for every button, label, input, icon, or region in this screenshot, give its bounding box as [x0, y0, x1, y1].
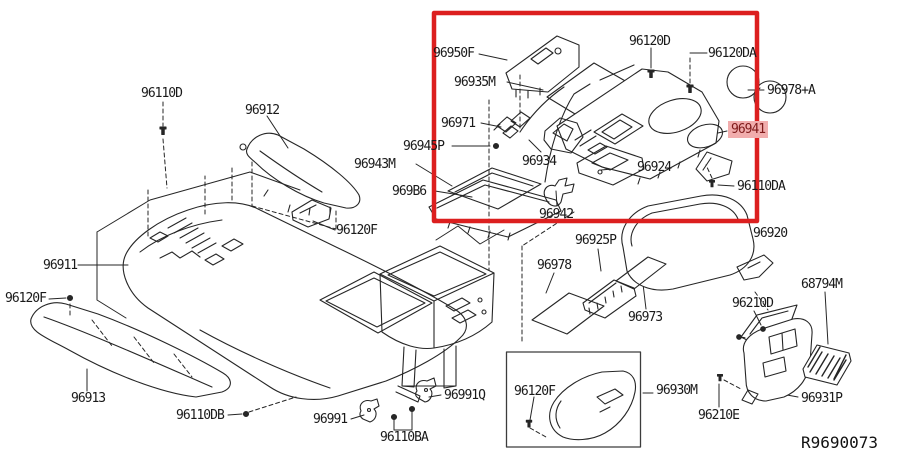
part-label-96110da[interactable]: 96110DA	[737, 179, 786, 194]
part-label-96925p[interactable]: 96925P	[575, 233, 617, 248]
highlight-region-box	[431, 10, 760, 224]
part-label-96924[interactable]: 96924	[637, 160, 672, 175]
part-label-96945p[interactable]: 96945P	[403, 139, 445, 154]
part-label-96991q[interactable]: 96991Q	[444, 388, 486, 403]
part-label-96920[interactable]: 96920	[753, 226, 788, 241]
part-label-96911[interactable]: 96911	[43, 258, 78, 273]
part-label-96913[interactable]: 96913	[71, 391, 106, 406]
part-label-96930m[interactable]: 96930M	[656, 383, 698, 398]
part-label-68794m[interactable]: 68794M	[801, 277, 843, 292]
part-label-96210d[interactable]: 96210D	[732, 296, 774, 311]
part-label-96120d[interactable]: 96120D	[629, 34, 671, 49]
part-label-96941-highlighted[interactable]: 96941	[728, 121, 769, 138]
part-label-96110d[interactable]: 96110D	[141, 86, 183, 101]
console-pads-art	[531, 256, 667, 335]
part-label-96950f[interactable]: 96950F	[433, 46, 475, 61]
part-label-96978[interactable]: 96978	[537, 258, 572, 273]
part-label-96971[interactable]: 96971	[441, 116, 476, 131]
part-label-96935m[interactable]: 96935M	[454, 75, 496, 90]
part-label-96210e[interactable]: 96210E	[698, 408, 740, 423]
part-label-96120f-left[interactable]: 96120F	[5, 291, 47, 306]
part-label-96120f-inset[interactable]: 96120F	[514, 384, 556, 399]
rear-finisher-art	[740, 304, 852, 405]
armrest-trim-art	[239, 132, 361, 216]
part-label-96978-a[interactable]: 96978+A	[767, 83, 816, 98]
part-label-96912[interactable]: 96912	[245, 103, 280, 118]
part-label-96120da[interactable]: 96120DA	[708, 46, 757, 61]
screw-icons	[66, 69, 766, 428]
console-main-body-art	[96, 171, 505, 403]
part-label-96120f-mid[interactable]: 96120F	[336, 223, 378, 238]
part-label-96943m[interactable]: 96943M	[354, 157, 396, 172]
diagram-ref-code: R9690073	[801, 433, 879, 452]
part-label-969b6[interactable]: 969B6	[392, 184, 427, 199]
part-label-96991[interactable]: 96991	[313, 412, 348, 427]
inset-detail-box	[505, 351, 642, 448]
rear-cover-inset-art	[549, 370, 637, 441]
part-label-96110db[interactable]: 96110DB	[176, 408, 225, 423]
part-label-96110ba[interactable]: 96110BA	[380, 430, 429, 445]
part-label-96934[interactable]: 96934	[522, 154, 557, 169]
part-label-96931p[interactable]: 96931P	[801, 391, 843, 406]
small-clips-art	[359, 377, 437, 423]
part-label-96942[interactable]: 96942	[539, 207, 574, 222]
armrest-lid-art	[621, 194, 774, 291]
part-label-96973[interactable]: 96973	[628, 310, 663, 325]
side-trim-art	[30, 302, 231, 398]
